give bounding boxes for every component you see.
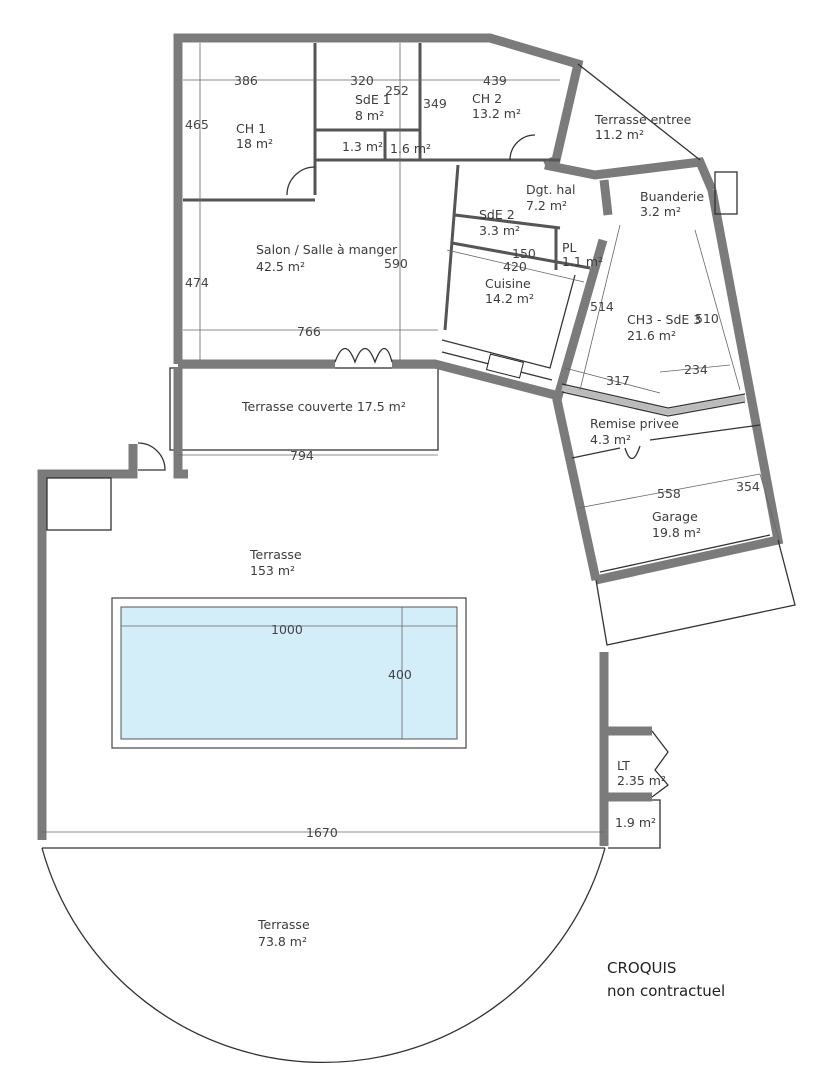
- right-wing-wall-left: [544, 157, 717, 581]
- dim-794: 794: [290, 448, 314, 463]
- dim-465: 465: [185, 117, 209, 132]
- dim-420: 420: [503, 259, 527, 274]
- door-ch1: [286, 166, 316, 196]
- dim-474: 474: [185, 275, 209, 290]
- ch2-label: CH 2: [472, 91, 502, 106]
- salon-label: Salon / Salle à manger: [256, 242, 398, 257]
- terrasse-entree-area: 11.2 m²: [595, 127, 644, 142]
- interior-partitions: [183, 43, 591, 331]
- sde1-label: SdE 1: [355, 92, 391, 107]
- room-labels: CH 1 18 m² SdE 1 8 m² 1.3 m² 1.6 m² CH 2…: [236, 91, 704, 949]
- cuisine-area: 14.2 m²: [485, 291, 534, 306]
- dim-766: 766: [297, 324, 321, 339]
- lt-label: LT: [617, 758, 630, 773]
- terrasse-ronde-label: Terrasse: [257, 917, 310, 932]
- garage-door: [599, 534, 771, 573]
- garage-area: 19.8 m²: [652, 525, 701, 540]
- note-croquis: CROQUIS: [607, 959, 676, 977]
- terrasse-area: 153 m²: [250, 563, 295, 578]
- dim-514: 514: [590, 299, 614, 314]
- lt-walls: [608, 726, 652, 802]
- door-ch2: [509, 134, 536, 161]
- dim-252: 252: [385, 83, 409, 98]
- pl-area: 1.1 m²: [562, 254, 603, 269]
- round-terrace-outline: [41, 847, 606, 1064]
- dim-317: 317: [606, 373, 630, 388]
- ch1-area: 18 m²: [236, 136, 273, 151]
- dim-439: 439: [483, 73, 507, 88]
- pl-label: PL: [562, 240, 577, 255]
- dgt-hal-label: Dgt. hal: [526, 182, 575, 197]
- dim-400: 400: [388, 667, 412, 682]
- sde2-label: SdE 2: [479, 207, 515, 222]
- carport: [595, 539, 796, 646]
- terrasse-label: Terrasse: [249, 547, 302, 562]
- dim-349: 349: [423, 96, 447, 111]
- stove-icon: [485, 353, 525, 379]
- terrace-entree-edge: [577, 63, 701, 161]
- dim-234: 234: [684, 362, 708, 377]
- ch1-label: CH 1: [236, 121, 266, 136]
- dim-150: 150: [512, 246, 536, 261]
- corridor-area: 1.6 m²: [390, 141, 431, 156]
- pool-water: [120, 606, 458, 740]
- terrace-wall: [37, 444, 138, 840]
- ch2-area: 13.2 m²: [472, 106, 521, 121]
- buanderie-area: 3.2 m²: [640, 204, 681, 219]
- dim-1000: 1000: [271, 622, 303, 637]
- lt-box: [608, 730, 669, 849]
- dim-354: 354: [736, 479, 760, 494]
- dgt-hal-area: 7.2 m²: [526, 198, 567, 213]
- ch3-area: 21.6 m²: [627, 328, 676, 343]
- buanderie-box: [714, 171, 738, 215]
- dim-1670: 1670: [306, 825, 338, 840]
- house-bottom-wall: [178, 359, 557, 400]
- terrasse-ronde-area: 73.8 m²: [258, 934, 307, 949]
- remise-partition-edge: [561, 383, 746, 417]
- ch3-label: CH3 - SdE 3: [627, 312, 701, 327]
- remise-label: Remise privee: [590, 416, 679, 431]
- dim-510: 510: [695, 311, 719, 326]
- dimension-lines: [42, 43, 781, 833]
- local-area: 1.9 m²: [615, 815, 656, 830]
- garage-partition: [571, 424, 761, 460]
- terrasse-entree-label: Terrasse entree: [594, 112, 692, 127]
- lt-area: 2.35 m²: [617, 773, 666, 788]
- door-terrace: [137, 442, 166, 471]
- garage-label: Garage: [652, 509, 698, 524]
- buanderie-label: Buanderie: [640, 189, 704, 204]
- dim-590: 590: [384, 256, 408, 271]
- dim-320: 320: [350, 73, 374, 88]
- dim-558: 558: [657, 486, 681, 501]
- remise-area: 4.3 m²: [590, 432, 631, 447]
- terrasse-couverte-label: Terrasse couverte 17.5 m²: [241, 399, 406, 414]
- remise-partition: [561, 385, 746, 416]
- terrace-wall-right: [173, 368, 188, 479]
- door-salon: [334, 347, 393, 364]
- note-non-contractuel: non contractuel: [607, 982, 725, 1000]
- storage-closet: [46, 477, 112, 531]
- wc-area: 1.3 m²: [342, 139, 383, 154]
- dimension-labels: 386 320 252 349 439 465 474 590 766 150 …: [185, 73, 760, 840]
- dim-386: 386: [234, 73, 258, 88]
- sde2-area: 3.3 m²: [479, 223, 520, 238]
- cuisine-label: Cuisine: [485, 276, 531, 291]
- salon-area: 42.5 m²: [256, 259, 305, 274]
- sde1-area: 8 m²: [355, 108, 384, 123]
